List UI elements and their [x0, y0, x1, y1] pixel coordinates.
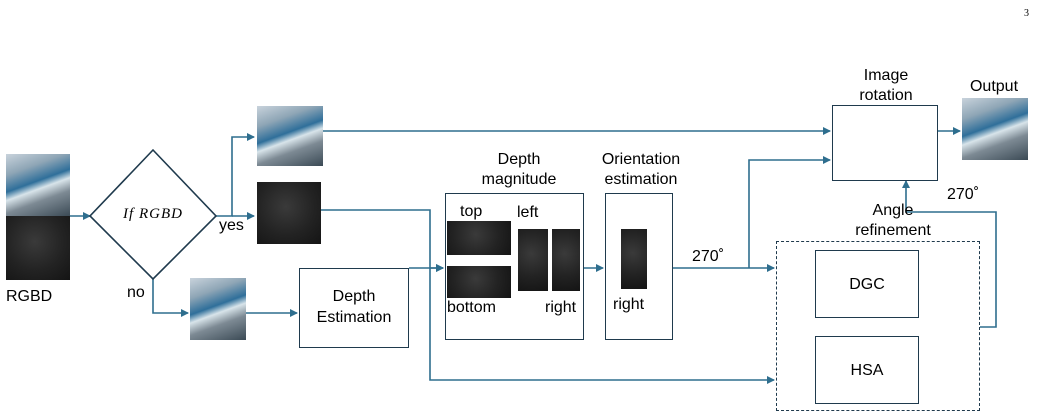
angle-refinement-box: [776, 241, 980, 411]
bottom-depth-image: [447, 266, 511, 298]
rgbd-rgb-image: [6, 154, 70, 216]
arrow-to-refinement-bottom: [429, 268, 775, 384]
no-label: no: [127, 284, 145, 301]
arrow-yes-to-rgb: [216, 133, 255, 217]
depth-estimation-box: Depth Estimation: [299, 268, 409, 348]
angle-270-label-b: 270˚: [947, 186, 980, 203]
image-rotation-title: Image rotation: [859, 67, 913, 104]
right-label: right: [545, 299, 577, 316]
decision-diamond: [88, 148, 218, 281]
angle-refinement-title: Angle refinement: [855, 202, 931, 239]
hsa-label: HSA: [850, 362, 884, 379]
top-depth-image: [447, 221, 511, 255]
arrow-270-to-rotation: [748, 156, 831, 268]
rgb-image-yes: [257, 106, 323, 166]
output-label: Output: [969, 78, 1019, 95]
rgbd-label: RGBD: [6, 288, 53, 305]
right-depth-image: [552, 229, 580, 291]
dgc-label: DGC: [849, 276, 885, 293]
depth-image-yes: [257, 182, 321, 244]
page-number: 3: [1024, 8, 1029, 19]
arrow-refinement-to-rotation: [902, 180, 997, 328]
dgc-box: DGC: [815, 250, 919, 318]
left-label: left: [517, 204, 539, 221]
arrow-depth-to-magnitude: [321, 209, 444, 272]
orientation-depth-image: [621, 229, 647, 289]
arrow-no-to-rgb: [152, 279, 189, 317]
depth-estimation-label: Depth Estimation: [316, 288, 392, 326]
orientation-right-label: right: [613, 296, 645, 313]
bottom-label: bottom: [447, 299, 496, 316]
orientation-box: [605, 193, 673, 340]
rgbd-depth-image: [6, 216, 70, 280]
hsa-box: HSA: [815, 336, 919, 404]
output-image: [962, 98, 1028, 160]
decision-label: If RGBD: [123, 206, 183, 222]
orientation-title: Orientation estimation: [601, 151, 681, 188]
left-depth-image: [518, 229, 548, 291]
angle-270-label-a: 270˚: [692, 248, 725, 265]
image-rotation-box: [832, 105, 938, 181]
yes-label: yes: [219, 217, 244, 234]
top-label: top: [460, 203, 483, 220]
depth-magnitude-title: Depth magnitude: [481, 151, 557, 188]
rgb-image-no: [190, 278, 246, 340]
